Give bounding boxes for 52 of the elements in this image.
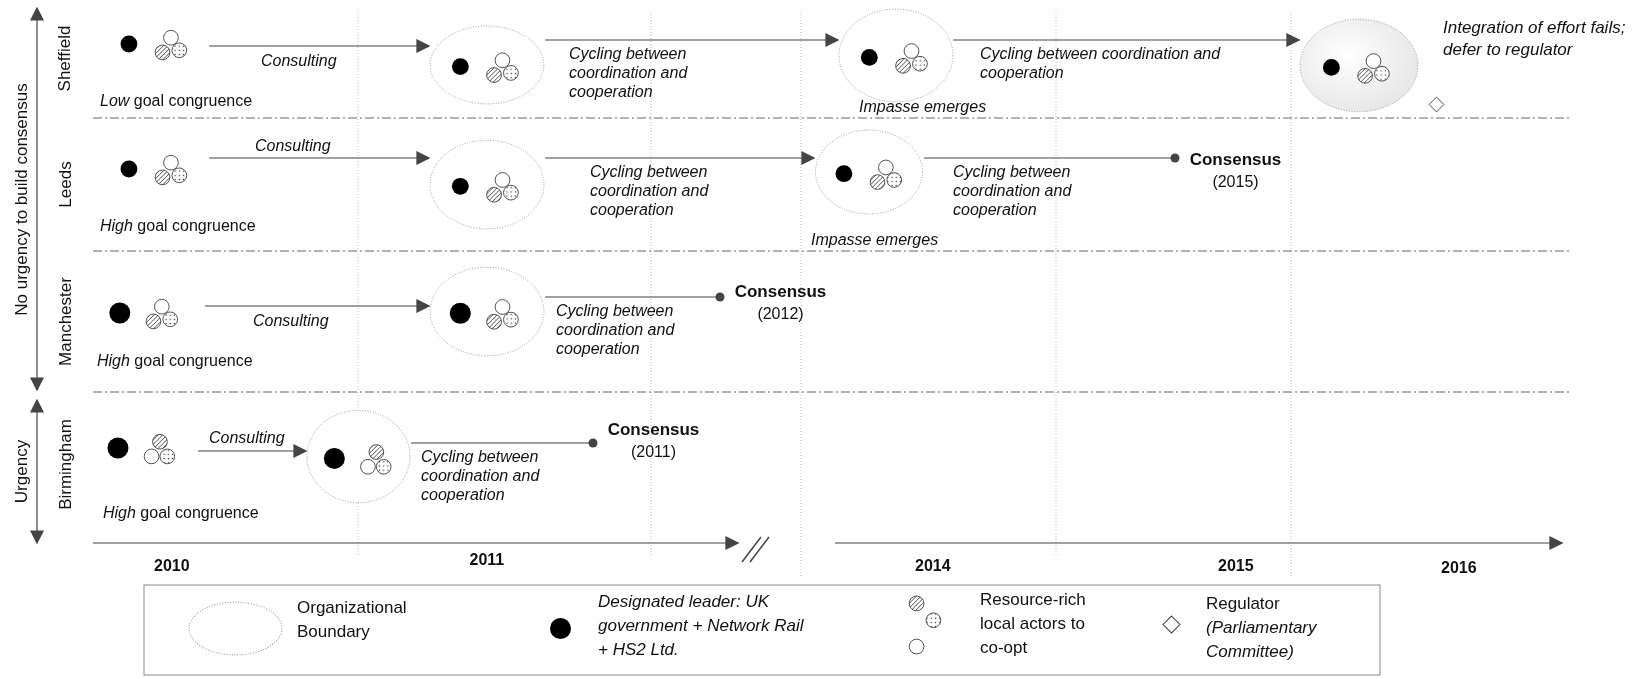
- status-note: Impasse emerges: [859, 97, 987, 116]
- year-label: 2010: [154, 556, 190, 575]
- edge-label: Cycling between coordination and cooperation: [590, 162, 710, 219]
- year-label: 2015: [1218, 556, 1254, 575]
- edge-label: Cycling between coordination and cooperation: [980, 44, 1222, 82]
- arrow: [544, 33, 840, 47]
- organizational-boundary: [429, 25, 545, 105]
- lane-label: Leeds: [55, 160, 75, 208]
- outcome-text: Consensus (2015): [1175, 149, 1296, 197]
- edge-label: Consulting: [253, 311, 329, 330]
- arrow: [544, 151, 816, 165]
- year-label: 2014: [915, 556, 951, 575]
- lane-label: Sheffield: [55, 25, 75, 91]
- arrow: [208, 39, 431, 53]
- organizational-boundary: [814, 129, 924, 215]
- legend-label: Designated leader: UK government + Network Rail + HS2 Ltd.: [598, 591, 805, 661]
- edge-label: Cycling between coordination and cooperation: [556, 301, 676, 358]
- legend-label: Organizational Boundary: [297, 597, 408, 643]
- edge-label: Cycling between coordination and cooperation: [569, 44, 689, 101]
- arrow: [208, 151, 431, 165]
- goal-congruence-label: High goal congruence: [103, 503, 259, 522]
- arrow: [952, 33, 1301, 47]
- edge-label: Consulting: [261, 51, 337, 70]
- edge-label: Cycling between coordination and cooperation: [953, 162, 1073, 219]
- axis-label: No urgency to build consensus: [11, 82, 31, 316]
- edge-label: Cycling between coordination and cooperation: [421, 447, 541, 504]
- outcome-text: Consensus (2012): [720, 281, 841, 329]
- status-note: Integration of effort fails; defer to regulator: [1443, 17, 1627, 61]
- year-label: 2016: [1441, 558, 1477, 577]
- goal-congruence-label: High goal congruence: [100, 216, 256, 235]
- edge-label: Consulting: [255, 136, 331, 155]
- edge-label: Consulting: [209, 428, 285, 447]
- organizational-boundary: [1299, 18, 1419, 113]
- arrow: [204, 299, 431, 313]
- legend-label: Resource-rich local actors to co-opt: [980, 589, 1087, 659]
- connector-line: [410, 438, 598, 448]
- goal-congruence-label: Low goal congruence: [100, 91, 253, 110]
- lane-label: Birmingham: [55, 418, 75, 510]
- organizational-boundary: [429, 266, 545, 357]
- regulator-diamond: [1428, 96, 1445, 113]
- year-label: 2011: [469, 550, 505, 569]
- legend-label: Regulator (Parliamentary Committee): [1206, 593, 1318, 663]
- organizational-boundary: [429, 139, 545, 230]
- lane-label: Manchester: [55, 276, 75, 366]
- axis-label: Urgency: [11, 439, 31, 503]
- arrow: [197, 444, 308, 458]
- connector-line: [544, 292, 725, 302]
- organizational-boundary: [306, 409, 411, 504]
- connector-line: [923, 153, 1180, 163]
- goal-congruence-label: High goal congruence: [97, 351, 253, 370]
- status-note: Impasse emerges: [811, 230, 939, 249]
- outcome-text: Consensus (2011): [593, 419, 714, 467]
